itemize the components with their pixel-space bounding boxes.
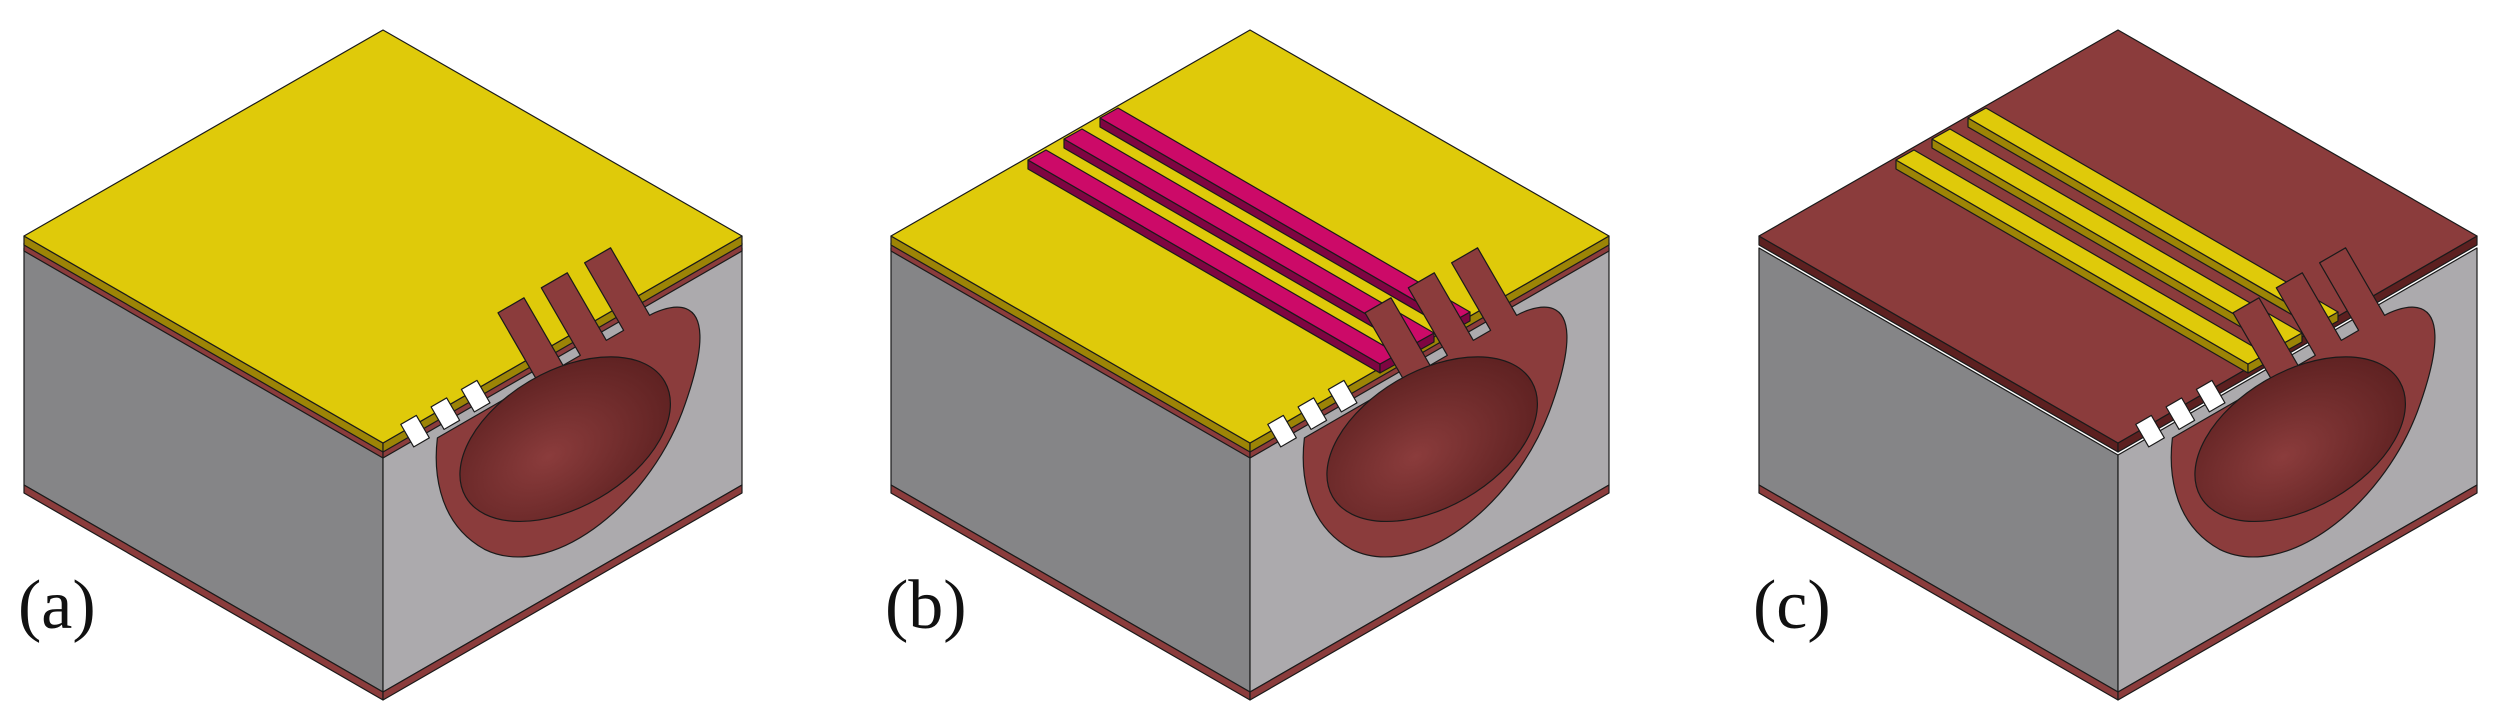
panel-label: (a) [18,567,96,644]
slot-1 [1267,414,1297,448]
slot-1 [400,414,430,448]
bottom-copper-layer-right [1249,484,1610,701]
panel-label: (b) [885,567,967,644]
slot-1 [2135,414,2165,448]
aperture-hole [459,356,672,523]
waveguide-aperture [1267,247,1568,558]
bottom-copper-layer-right [2117,484,2478,701]
aperture-hole [1326,356,1539,523]
panel-b: (b) [885,29,1610,701]
slot-3 [1327,379,1358,413]
strip-set [1895,107,2339,374]
strip-top [1099,107,1471,323]
slot-3 [2195,379,2226,413]
strip-set [1027,107,1471,374]
bottom-copper-layer-right [382,484,743,701]
slot-2 [430,397,461,430]
waveguide-aperture [400,247,701,558]
aperture-hole [2194,356,2407,523]
top-gold-surface [23,29,743,444]
slot-2 [1297,397,1328,430]
strip-top [1967,107,2339,323]
slot-3 [460,379,491,413]
panel-c: (c) [1753,29,2478,701]
panel-label: (c) [1753,567,1831,644]
strip-1 [1027,149,1399,374]
waveguide-aperture [2135,247,2436,558]
slot-2 [2165,397,2196,430]
panel-a: (a) [18,29,743,701]
